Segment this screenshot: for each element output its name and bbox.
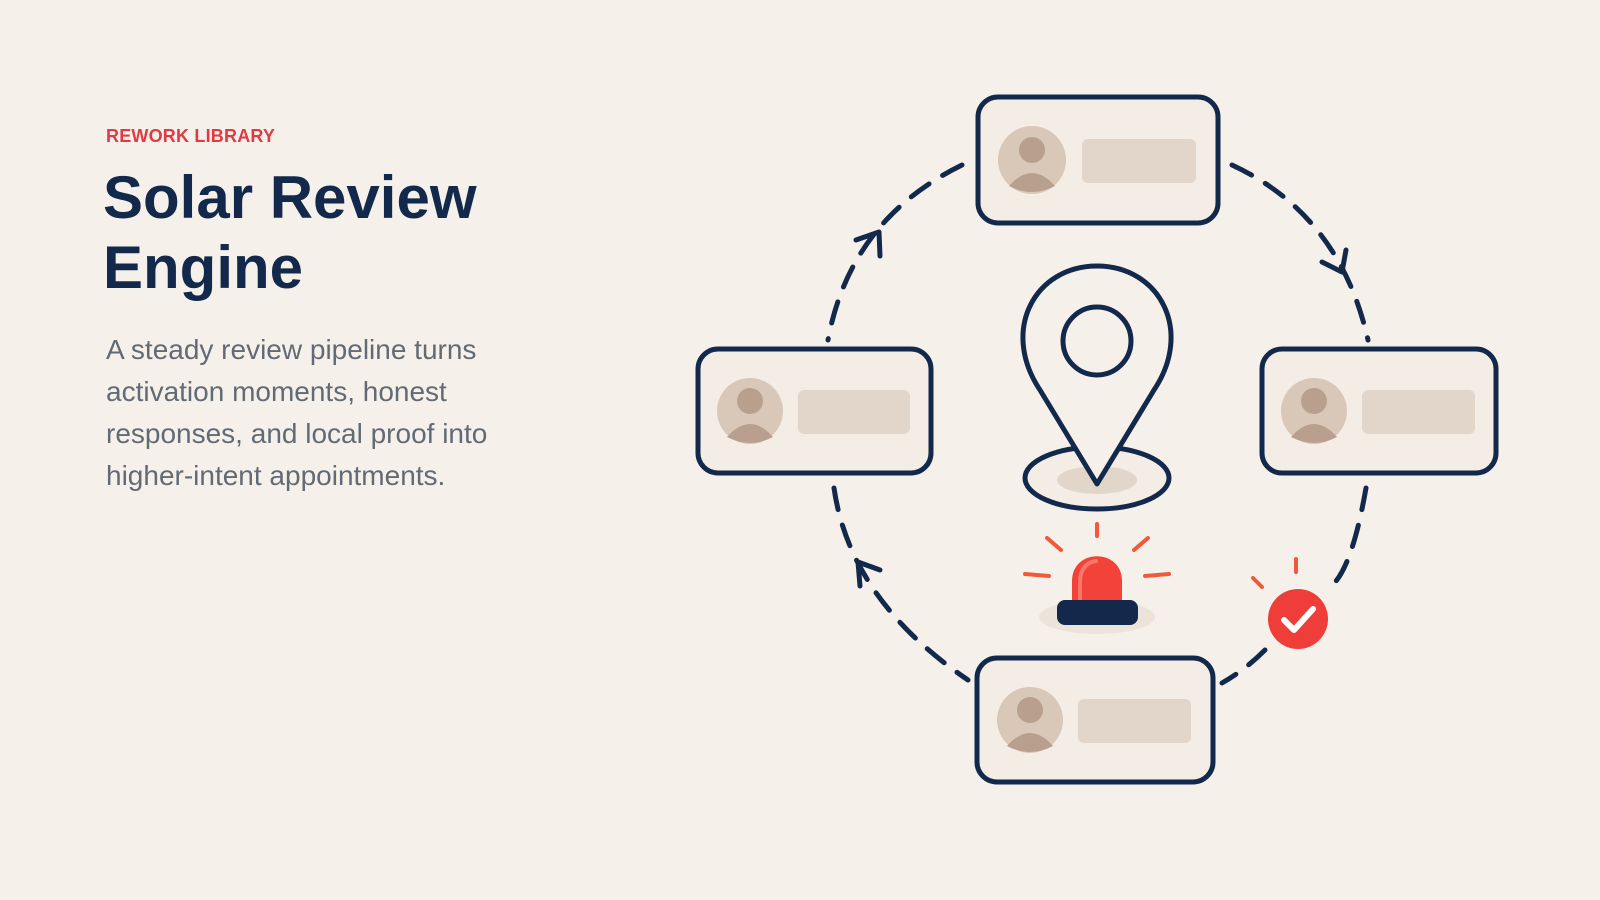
location-pin-icon [1020,263,1174,512]
profile-card-icon [975,94,1221,226]
cycle-arc-top-left [825,162,965,343]
title-line-2: Engine [103,234,304,301]
page-title: Solar Review Engine [103,163,576,303]
description-text: A steady review pipeline turns activatio… [106,334,488,491]
eyebrow-label: REWORK LIBRARY [106,126,276,146]
profile-card-icon [1259,346,1499,476]
cycle-arc-top-right [1229,162,1371,343]
arrow-head-top-right [1319,247,1349,275]
alarm-light-icon [1023,522,1171,634]
cycle-arrow-icon [853,229,1349,589]
cycle-arc-bottom-right-lower [1219,647,1268,686]
cycle-arc-bottom-left [831,485,971,683]
arrow-head-top-left [853,229,883,259]
title-line-1: Solar Review [103,164,477,231]
text-block: REWORK LIBRARY Solar Review Engine A ste… [103,126,576,497]
cycle-arc-bottom-right [1322,485,1369,593]
arrow-head-bottom-left [855,559,883,589]
check-badge-icon [1251,557,1328,649]
profile-card-icon [695,346,934,476]
profile-card-icon [974,655,1216,785]
